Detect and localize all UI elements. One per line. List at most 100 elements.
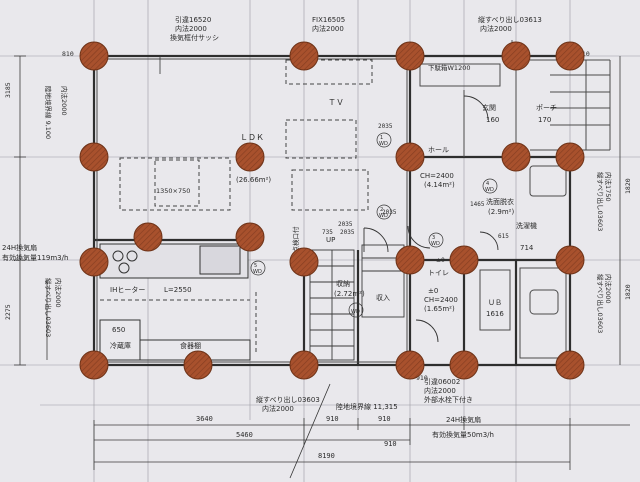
ch-hall: CH=2400	[420, 172, 454, 180]
post	[449, 245, 479, 275]
dim-b1: 3640	[196, 415, 213, 423]
dim-mid-3: 2035	[382, 209, 397, 216]
note-left-v1: 縦すべり出し03603	[44, 278, 53, 337]
wd-num-4: 4	[486, 181, 489, 187]
room-ldk-area: (26.66m²)	[236, 176, 271, 184]
room-shokki: 食器棚	[180, 341, 201, 350]
post	[501, 142, 531, 172]
post	[395, 41, 425, 71]
note-top-window-3b: 内法2000	[480, 24, 512, 33]
ub-size: 1616	[486, 310, 504, 318]
note-top-window-1b: 内法2000	[175, 24, 207, 33]
post	[235, 222, 265, 252]
wd-marker-labels: 1 WD 2 WD 3 WD 4 WD 5 WD WD ±0	[253, 135, 494, 315]
wd-label-3: WD	[431, 241, 440, 247]
note-bottom-win-1: 縦すべり出し03603	[256, 395, 320, 404]
wd-label-5: WD	[253, 269, 262, 275]
gl-hall: ±0	[436, 257, 445, 264]
note-vent-bottom-2: 有効換気量50m3/h	[432, 430, 494, 439]
note-boundary: 陸地境界線 11,315	[336, 402, 398, 411]
post	[133, 222, 163, 252]
note-top-window-1c: 換気框付サッシ	[170, 33, 219, 42]
note-top-window-3: 縦すべり出し03613	[478, 15, 542, 24]
note-right-v4: 内法2000	[604, 274, 613, 304]
post	[449, 350, 479, 380]
post	[289, 247, 319, 277]
dim-mid-2: 2035	[378, 123, 393, 130]
note-right-v2: 内法1750	[604, 172, 613, 202]
post	[79, 142, 109, 172]
dim-h-right: 1465	[470, 201, 485, 208]
post	[79, 41, 109, 71]
dim-mid-1: 2035	[338, 221, 353, 228]
room-ub: ＵＢ	[488, 299, 502, 307]
dim-b6: 8190	[318, 452, 335, 460]
fridge-size: 650	[112, 326, 125, 334]
post	[555, 245, 585, 275]
porch-size: 170	[538, 116, 551, 124]
post	[235, 142, 265, 172]
note-right-v1: 縦すべり出し03603	[596, 172, 605, 231]
room-tv: ＴＶ	[328, 98, 344, 107]
dim-b5: 5460	[236, 431, 253, 439]
post	[289, 41, 319, 71]
room-fridge: 冷蔵庫	[110, 341, 131, 350]
kitchen-counter	[99, 243, 251, 361]
wd-num-1: 1	[380, 135, 383, 141]
wd-label-6: WD	[351, 309, 360, 315]
wd-num-5: 5	[254, 263, 257, 269]
room-senmen: 洗面脱衣	[486, 197, 514, 206]
post	[79, 247, 109, 277]
table-size: 1350×750	[156, 187, 190, 195]
dim-right-top: 1820	[624, 178, 632, 194]
note-bottom-right-3: 外部水栓下付き	[424, 395, 473, 404]
dashed-furniture	[100, 59, 373, 352]
structural-posts	[79, 41, 585, 380]
post	[289, 350, 319, 380]
dim-b3: 910	[378, 415, 391, 423]
dim-b2: 910	[326, 415, 339, 423]
room-ldk: ＬＤＫ	[240, 133, 264, 142]
note-top-window-1: 引違16520	[175, 15, 211, 24]
dim-left-bottom: 2275	[4, 304, 12, 320]
wd-num-2: 2	[380, 207, 383, 213]
note-right-v3: 縦すべり出し03603	[596, 274, 605, 333]
note-left-v2: 内法2000	[54, 278, 63, 308]
note-left-v3: 陸地境界線 9,100	[44, 86, 53, 139]
text-labels: 引違16520 内法2000 換気框付サッシ FIX16505 内法2000 縦…	[2, 15, 632, 460]
room-sentaku: 洗濯機	[516, 221, 537, 230]
kitchen-heater: IHヒーター	[110, 285, 145, 294]
note-top-window-2b: 内法2000	[312, 24, 344, 33]
wd-label-1: WD	[379, 141, 388, 147]
dim-left-top: 3185	[4, 82, 12, 98]
post	[79, 350, 109, 380]
dim-w910: 910	[416, 374, 428, 382]
room-shuno: 収納	[336, 279, 350, 288]
post	[501, 41, 531, 71]
wd-num-3: 3	[432, 235, 435, 241]
dim-b4: 910	[384, 440, 397, 448]
note-left-v4: 内法2000	[60, 86, 69, 116]
room-hall-area: (4.14m²)	[424, 181, 455, 189]
note-vent-left-2: 有効換気量119m3/h	[2, 253, 68, 262]
room-shuno-area: (2.72m²)	[334, 290, 365, 298]
post	[395, 142, 425, 172]
dim-right-bottom: 1820	[624, 284, 632, 300]
note-bottom-right-1: 引違06002	[424, 377, 460, 386]
dim-stairs-2: 2035	[340, 229, 355, 236]
post	[555, 41, 585, 71]
note-top-window-2: FIX16505	[312, 16, 345, 24]
dim-stairs: 735	[322, 229, 333, 236]
note-bottom-win-2: 内法2000	[262, 404, 294, 413]
vertical-notes: 陸地境界線 9,100 内法2000 縦すべり出し03603 内法2000 縦す…	[4, 82, 632, 337]
kitchen-length: L=2550	[164, 286, 192, 294]
note-bottom-right-2: 内法2000	[424, 386, 456, 395]
walls	[92, 54, 572, 367]
wd-label-2: WD	[379, 213, 388, 219]
dim-h-right-2: 615	[498, 233, 509, 240]
gl-toilet: ±0	[428, 287, 438, 295]
dimension-lines	[14, 55, 630, 470]
staircase	[309, 244, 405, 361]
post	[555, 142, 585, 172]
